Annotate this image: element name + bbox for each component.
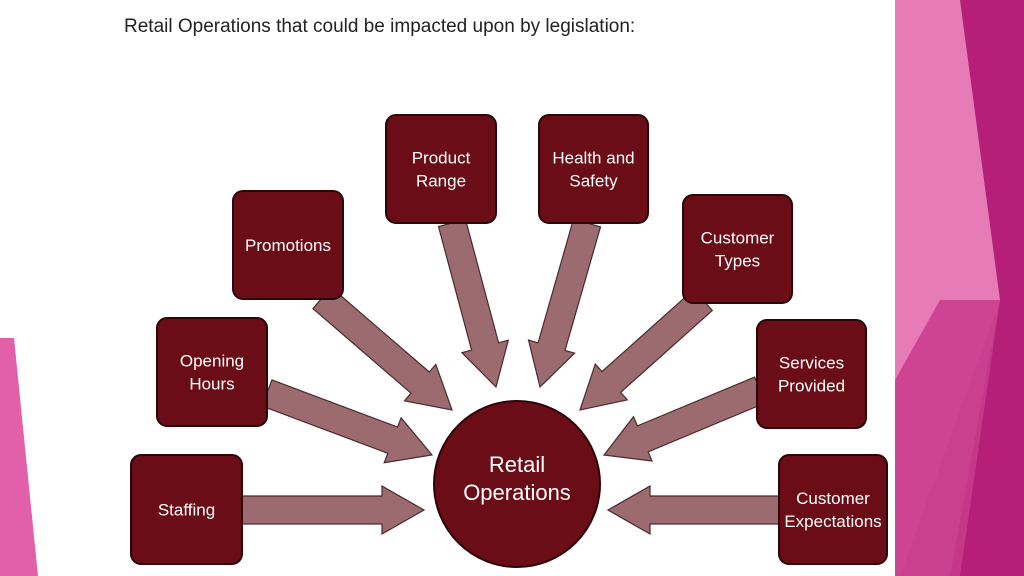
node-label-services-provided: Provided bbox=[778, 377, 845, 396]
node-label-services-provided: Services bbox=[779, 354, 844, 373]
node-label-customer-types: Types bbox=[715, 252, 760, 271]
arrow-services-provided bbox=[602, 376, 767, 462]
node-label-health-and-safety: Safety bbox=[569, 172, 618, 191]
node-label-customer-types: Customer bbox=[701, 229, 775, 248]
node-label-product-range: Product bbox=[412, 149, 471, 168]
node-label-customer-expectations: Customer bbox=[796, 489, 870, 508]
node-box-promotions bbox=[232, 190, 344, 300]
arrow-promotions bbox=[312, 286, 453, 411]
node-label-product-range: Range bbox=[416, 172, 466, 191]
center-circle bbox=[433, 400, 601, 568]
arrow-staffing bbox=[241, 484, 426, 536]
slide-title: Retail Operations that could be impacted… bbox=[124, 16, 636, 37]
arrow-health-and-safety bbox=[527, 218, 602, 389]
node-box-health-and-safety bbox=[538, 114, 649, 224]
node-box-staffing bbox=[130, 454, 243, 565]
node-promotions: Promotions bbox=[232, 190, 344, 300]
node-staffing: Staffing bbox=[130, 454, 243, 565]
node-box-customer-expectations bbox=[778, 454, 888, 565]
center-label: Operations bbox=[463, 480, 571, 505]
arrow-customer-expectations bbox=[606, 484, 780, 536]
node-box-customer-types bbox=[682, 194, 793, 304]
arrow-product-range bbox=[437, 218, 510, 389]
arrow-customer-types bbox=[579, 288, 714, 411]
node-box-services-provided bbox=[756, 319, 867, 429]
arrow-opening-hours bbox=[261, 379, 434, 464]
center-label: Retail bbox=[489, 452, 545, 477]
node-label-opening-hours: Hours bbox=[189, 375, 234, 394]
node-box-product-range bbox=[385, 114, 497, 224]
node-label-health-and-safety: Health and bbox=[552, 149, 634, 168]
node-label-opening-hours: Opening bbox=[180, 352, 244, 371]
node-label-staffing: Staffing bbox=[158, 501, 215, 520]
node-label-customer-expectations: Expectations bbox=[784, 512, 881, 531]
node-box-opening-hours bbox=[156, 317, 268, 427]
node-label-promotions: Promotions bbox=[245, 236, 331, 255]
